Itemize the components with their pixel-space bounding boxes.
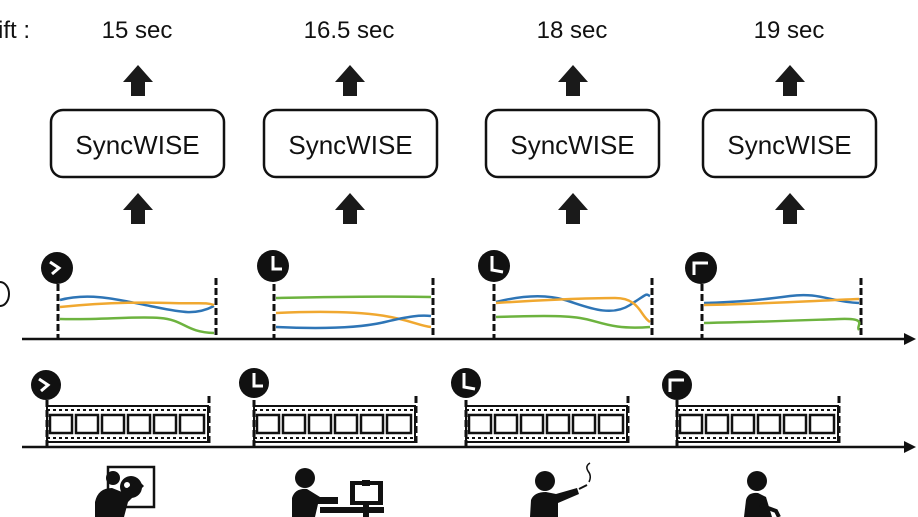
up-arrow-icon: [123, 65, 153, 96]
syncwise-label: SyncWISE: [510, 130, 634, 160]
clock-12-15-icon: [257, 250, 289, 282]
person-sitting-icon: [744, 471, 781, 517]
video-film-strip: [676, 405, 839, 443]
sensor-signal-window: [56, 278, 218, 338]
video-film-strip: [253, 405, 416, 443]
offset-value: 16.5 sec: [304, 17, 395, 44]
syncwise-box: SyncWISE: [262, 108, 439, 179]
person-smoking-icon: [530, 462, 592, 517]
clock-12-45-icon: [685, 252, 717, 284]
up-arrow-icon: [775, 65, 805, 96]
sensor-signal-window: [272, 278, 435, 338]
sensor-timeline: [22, 333, 916, 345]
up-arrow-icon: [558, 193, 588, 224]
syncwise-box: SyncWISE: [484, 108, 661, 179]
syncwise-label: SyncWISE: [727, 130, 851, 160]
syncwise-label: SyncWISE: [75, 130, 199, 160]
person-eating-icon: [95, 465, 156, 517]
clock-12-20-icon: [451, 368, 481, 398]
video-film-strip: [465, 405, 628, 443]
video-film-strip: [46, 405, 209, 443]
syncwise-box: SyncWISE: [49, 108, 226, 179]
offset-value: 15 sec: [102, 17, 173, 44]
up-arrow-icon: [335, 193, 365, 224]
up-arrow-icon: [335, 65, 365, 96]
offset-row-label: ift :: [0, 17, 30, 44]
clock-12-20-icon: [478, 250, 510, 282]
up-arrow-icon: [775, 193, 805, 224]
clock-12-15-icon: [239, 368, 269, 398]
syncwise-box: SyncWISE: [701, 108, 878, 179]
clock-1-30-icon: [41, 252, 73, 284]
offset-value: 18 sec: [537, 17, 608, 44]
video-timeline: [22, 441, 916, 453]
syncwise-label: SyncWISE: [288, 130, 412, 160]
up-arrow-icon: [558, 65, 588, 96]
clock-1-30-icon: [31, 370, 61, 400]
clock-12-45-icon: [662, 370, 692, 400]
up-arrow-icon: [123, 193, 153, 224]
person-at-computer-icon: [292, 468, 384, 517]
sensor-signal-window: [492, 278, 654, 338]
cropped-label-glyph: [0, 281, 10, 307]
offset-value: 19 sec: [754, 17, 825, 44]
sensor-signal-window: [700, 278, 863, 338]
